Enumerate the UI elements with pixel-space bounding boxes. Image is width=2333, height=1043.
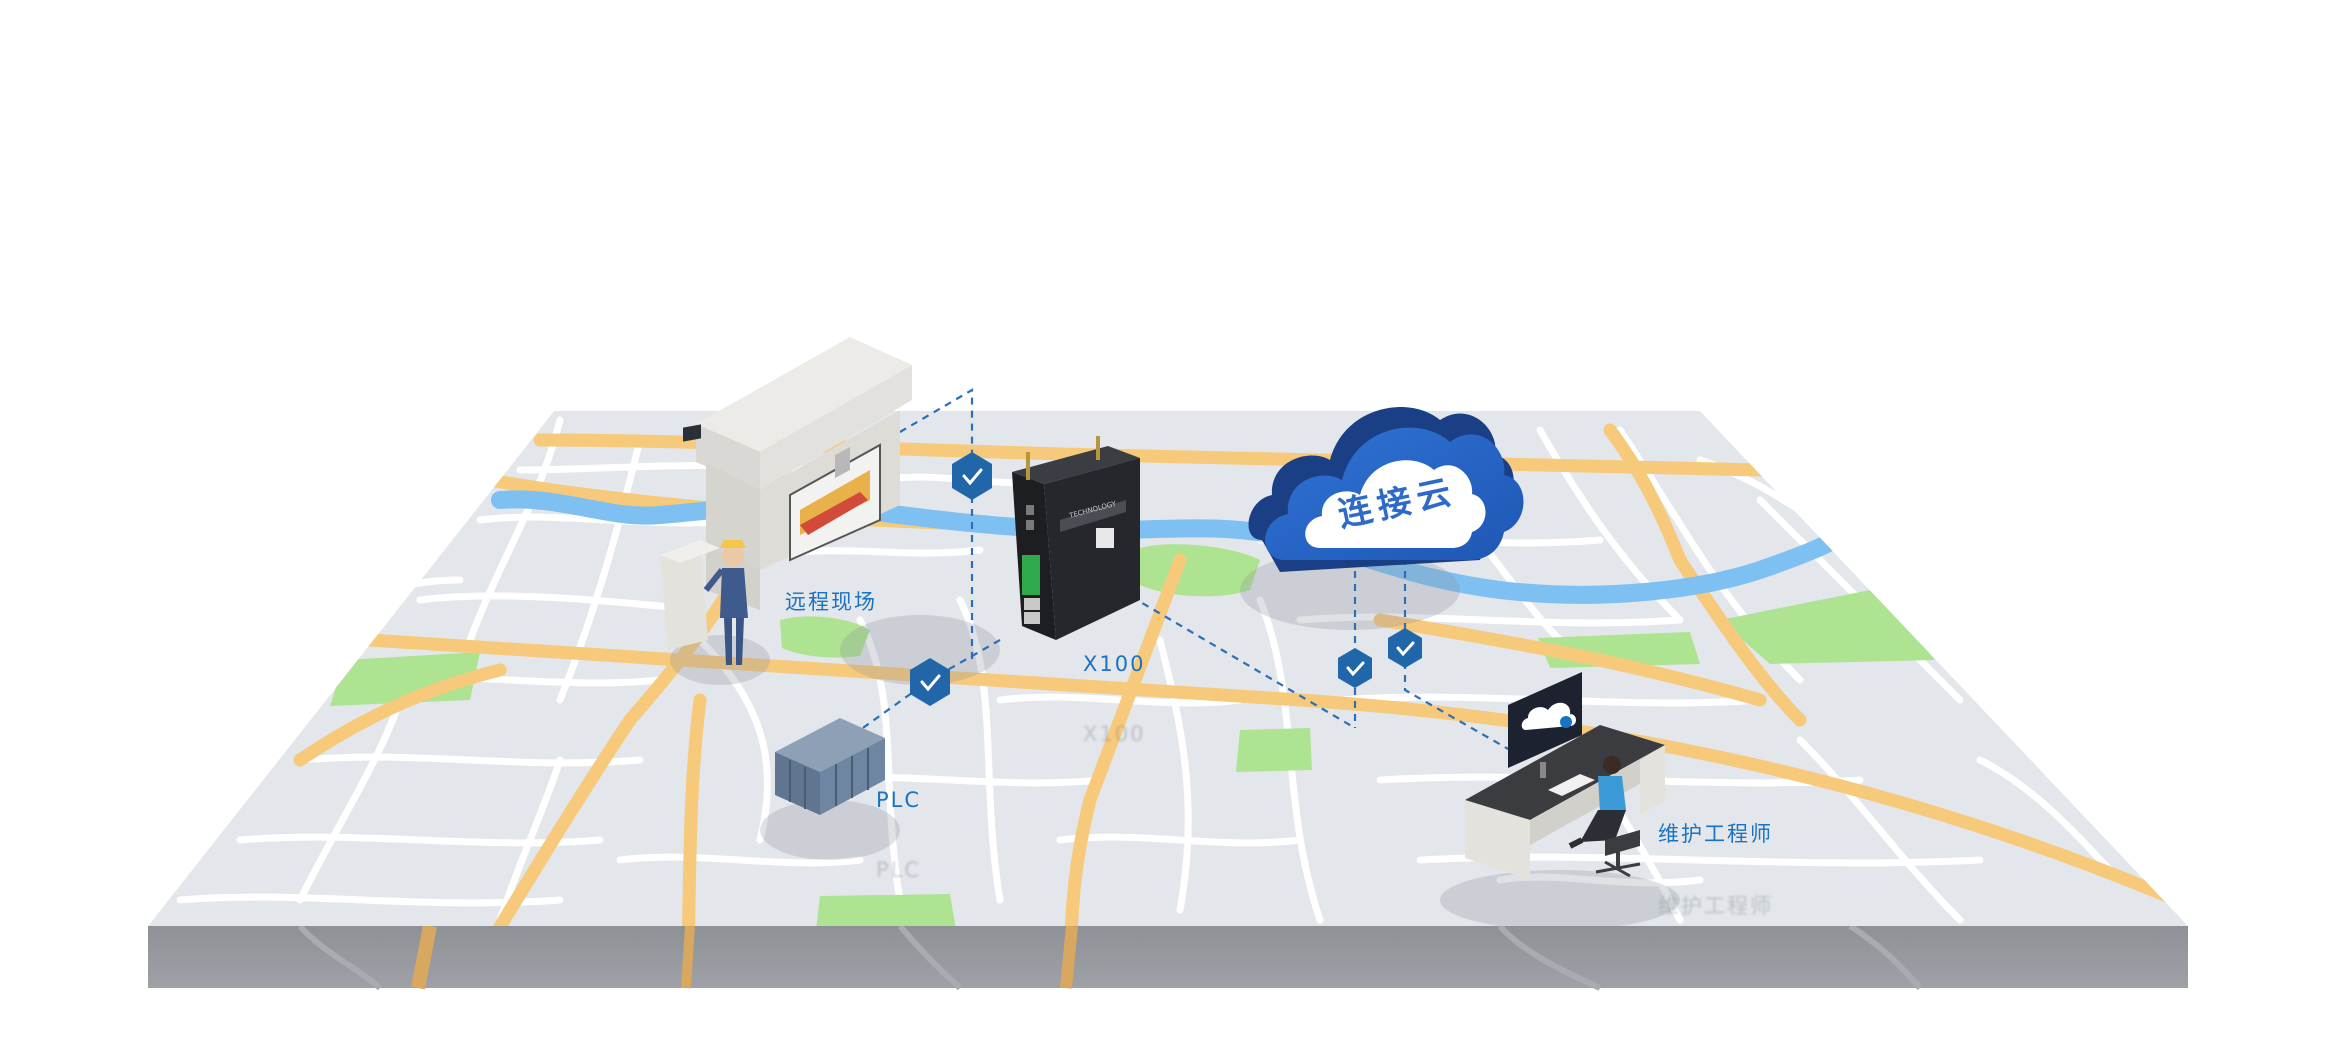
device-label-reflection: X100 (1083, 722, 1145, 746)
device-qr-code (1096, 528, 1114, 548)
device-label: X100 (1083, 652, 1145, 676)
engineer-label-reflection: 维护工程师 (1658, 890, 1773, 920)
map-base-side (148, 926, 2188, 988)
city-map-surface (148, 411, 2200, 960)
plc-label: PLC (876, 788, 921, 812)
engineer-label: 维护工程师 (1658, 818, 1773, 848)
plc-label-reflection: PLC (876, 858, 921, 882)
remote-site-label: 远程现场 (785, 586, 877, 616)
